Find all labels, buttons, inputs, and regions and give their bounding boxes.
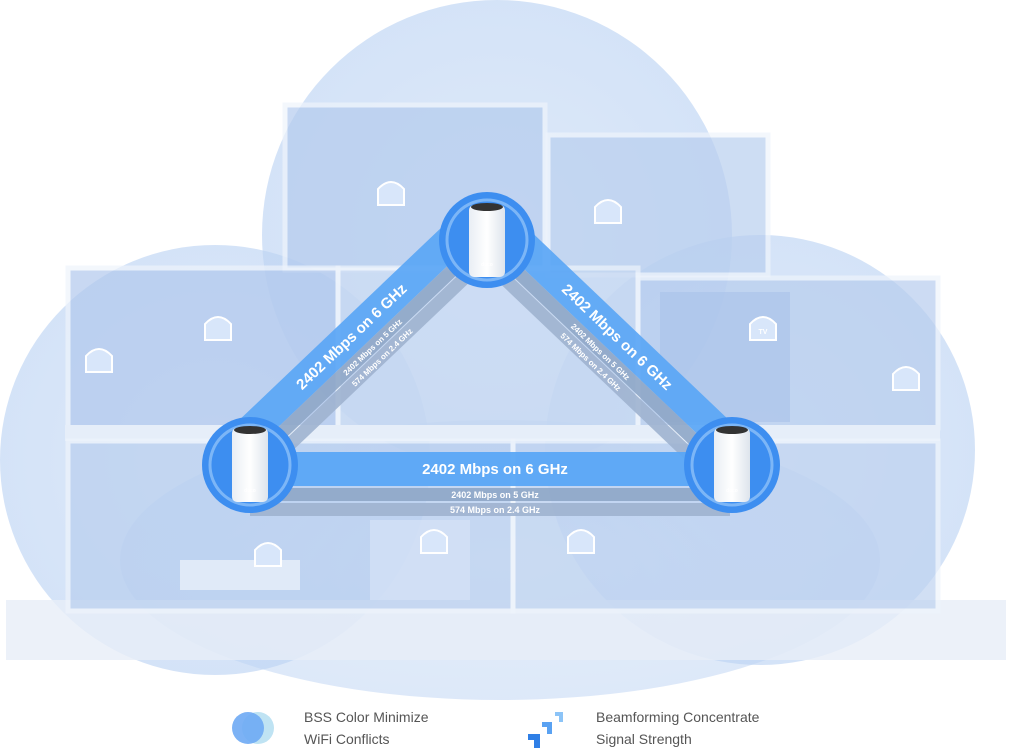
house-cutaway — [6, 102, 1006, 660]
mesh-node-left: deco — [202, 417, 298, 513]
gamepad-icon — [892, 366, 920, 391]
room-icons: TV — [85, 181, 920, 567]
legend-line2: WiFi Conflicts — [304, 731, 390, 747]
bottom-6ghz-label: 2402 Mbps on 6 GHz — [422, 461, 568, 478]
phone-icon — [567, 529, 595, 554]
beamforming-icon — [528, 712, 563, 748]
game-pc-icon — [594, 199, 622, 224]
bottom-5ghz-label: 2402 Mbps on 5 GHz — [451, 490, 539, 500]
cloud-device-icon — [85, 348, 113, 373]
tablet-icon — [420, 529, 448, 554]
legend-line2: Signal Strength — [596, 731, 692, 747]
bss-color-icon — [232, 712, 274, 744]
tv-icon — [749, 316, 777, 341]
gamepad-icon — [254, 542, 282, 567]
device-logo: deco — [481, 262, 493, 268]
device-logo: deco — [726, 488, 738, 494]
link-bottom: 2402 Mbps on 6 GHz 2402 Mbps on 5 GHz 57… — [250, 452, 730, 516]
monitor-icon — [377, 181, 405, 206]
legend-bss-color: BSS Color Minimize WiFi Conflicts — [232, 706, 428, 750]
legend-line1: Beamforming Concentrate — [596, 709, 760, 725]
device-logo: deco — [244, 488, 256, 494]
gamepad-icon — [204, 316, 232, 341]
legend-line1: BSS Color Minimize — [304, 709, 429, 725]
legend-beamforming: Beamforming Concentrate Signal Strength — [526, 706, 759, 750]
bottom-24ghz-label: 574 Mbps on 2.4 GHz — [450, 505, 541, 515]
link-left: 2402 Mbps on 6 GHz 2402 Mbps on 5 GHz 57… — [222, 212, 498, 479]
mesh-node-right: deco — [684, 417, 780, 513]
tv-label: TV — [759, 329, 768, 336]
mesh-node-top: deco — [439, 192, 535, 288]
